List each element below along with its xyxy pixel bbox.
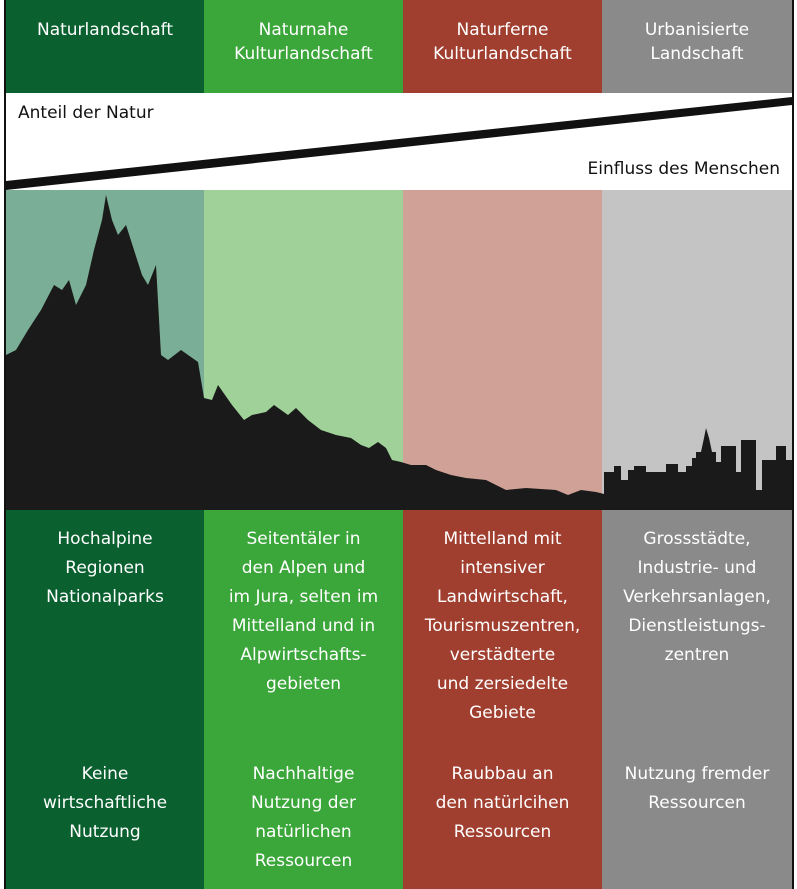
panel-urbanisierte-landschaft bbox=[602, 510, 792, 889]
description-line: Hochalpine bbox=[57, 529, 153, 549]
description-line: und zersiedelte bbox=[436, 674, 569, 694]
usage-naturferne: Raubbau an den natürlcihen Ressourcen bbox=[403, 760, 602, 847]
description-naturlandschaft: Hochalpine Regionen Nationalparks bbox=[6, 525, 204, 612]
description-line: Tourismuszentren, bbox=[424, 616, 581, 636]
wedge-line bbox=[6, 97, 792, 190]
usage-line: Ressourcen bbox=[648, 793, 746, 813]
usage-line: Nachhaltige bbox=[252, 764, 355, 784]
description-line: gebieten bbox=[265, 674, 342, 694]
description-line: Grossstädte, bbox=[643, 529, 751, 549]
header-line: Naturferne bbox=[456, 20, 549, 40]
description-naturnahe: Seitentäler in den Alpen und im Jura, se… bbox=[204, 525, 403, 699]
description-line: Landwirtschaft, bbox=[437, 587, 568, 607]
description-line: zentren bbox=[664, 645, 730, 665]
description-line: den Alpen und bbox=[241, 558, 366, 578]
usage-line: den natürlcihen bbox=[435, 793, 570, 813]
landscape-band bbox=[6, 190, 792, 510]
panel-naturnahe-kulturlandschaft bbox=[204, 510, 403, 889]
landscape-svg bbox=[6, 190, 792, 510]
description-line: Dienstleistungs- bbox=[628, 616, 766, 636]
header-naturlandschaft: Naturlandschaft bbox=[6, 0, 204, 93]
wedge-line-svg bbox=[6, 97, 792, 190]
header-line: Naturnahe bbox=[258, 20, 349, 40]
diagram-frame bbox=[4, 0, 794, 889]
usage-line: Nutzung der bbox=[250, 793, 357, 813]
description-line: im Jura, selten im bbox=[228, 587, 379, 607]
header-line: Kulturlandschaft bbox=[234, 44, 373, 64]
description-line: Nationalparks bbox=[46, 587, 164, 607]
usage-line: natürlichen bbox=[255, 822, 352, 842]
scale-wedge: Anteil der Natur Einfluss des Menschen bbox=[6, 93, 792, 190]
description-line: verstädterte bbox=[449, 645, 556, 665]
header-line: Landschaft bbox=[650, 44, 744, 64]
einfluss-des-menschen-label: Einfluss des Menschen bbox=[587, 159, 780, 179]
bg-naturferne bbox=[403, 190, 602, 510]
panel-naturlandschaft bbox=[6, 510, 204, 889]
usage-naturnahe: Nachhaltige Nutzung der natürlichen Ress… bbox=[204, 760, 403, 876]
description-line: Seitentäler in bbox=[246, 529, 361, 549]
description-line: Verkehrsanlagen, bbox=[623, 587, 771, 607]
header-line: Naturlandschaft bbox=[36, 20, 174, 40]
usage-line: Nutzung fremder bbox=[624, 764, 770, 784]
panel-naturferne-kulturlandschaft bbox=[403, 510, 602, 889]
description-urban: Grossstädte, Industrie- und Verkehrsanla… bbox=[602, 525, 792, 670]
usage-line: Raubbau an bbox=[451, 764, 554, 784]
description-line: Regionen bbox=[65, 558, 145, 578]
description-line: Mittelland mit bbox=[443, 529, 562, 549]
usage-line: Keine bbox=[81, 764, 129, 784]
mountain-silhouette bbox=[6, 195, 792, 510]
usage-line: Ressourcen bbox=[254, 851, 353, 871]
usage-urban: Nutzung fremder Ressourcen bbox=[602, 760, 792, 818]
description-line: intensiver bbox=[460, 558, 545, 578]
description-line: Industrie- und bbox=[637, 558, 757, 578]
header-line: Urbanisierte bbox=[644, 20, 750, 40]
usage-line: Nutzung bbox=[69, 822, 141, 842]
usage-line: Ressourcen bbox=[453, 822, 552, 842]
header-line: Kulturlandschaft bbox=[433, 44, 572, 64]
description-naturferne: Mittelland mit intensiver Landwirtschaft… bbox=[403, 525, 602, 728]
description-line: Gebiete bbox=[469, 703, 536, 723]
usage-line: wirtschaftliche bbox=[42, 793, 168, 813]
usage-naturlandschaft: Keine wirtschaftliche Nutzung bbox=[6, 760, 204, 847]
header-lines: Naturlandschaft bbox=[37, 18, 173, 42]
description-line: Alpwirtschafts- bbox=[240, 645, 367, 665]
description-line: Mittelland und in bbox=[231, 616, 376, 636]
anteil-der-natur-label: Anteil der Natur bbox=[18, 103, 154, 123]
